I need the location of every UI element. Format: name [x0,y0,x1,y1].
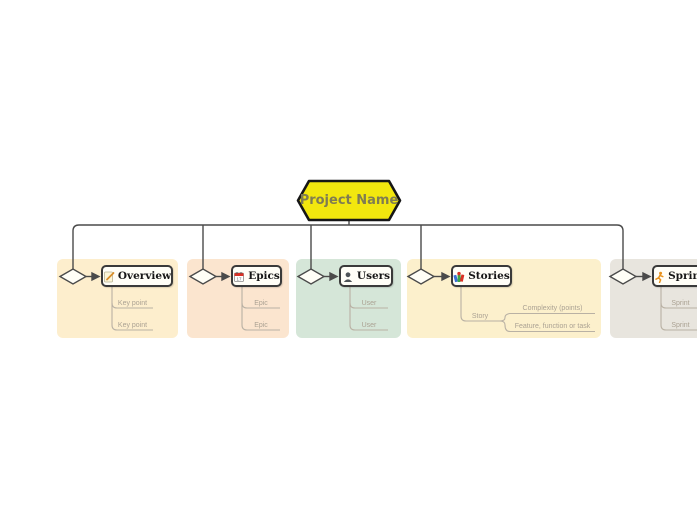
topic-users[interactable]: Users [339,265,393,287]
topic-stories[interactable]: Stories [451,265,512,287]
subtopic-sprint-2[interactable]: Sprint [671,322,690,329]
topic-label: Stories [468,270,510,282]
subtopic-key-point-2[interactable]: Key point [117,322,148,329]
topic-label: Epics [248,270,280,282]
diamond-users[interactable] [296,268,326,285]
user-icon [342,270,354,282]
svg-text:17: 17 [237,277,243,282]
subtopic-user-1[interactable]: User [361,300,377,307]
diamond-overview[interactable] [58,268,88,285]
subtopic-sprint-1[interactable]: Sprint [671,300,690,307]
subtopic-user-2[interactable]: User [361,322,377,329]
subtopic-complexity[interactable]: Complexity (points) [522,305,583,312]
diamond-sprints[interactable] [608,268,638,285]
tree-connectors [72,220,624,269]
topic-label: Sprints [668,270,697,282]
root-node-label: Project Name [299,193,399,208]
topic-label: Users [356,270,391,282]
diamond-stories[interactable] [406,268,436,285]
subtopic-story[interactable]: Story [471,313,489,320]
subtopic-feature[interactable]: Feature, function or task [514,323,591,330]
subtopic-connectors [111,287,697,333]
root-node-shape[interactable] [296,179,402,222]
calendar-icon: 17 [233,270,245,282]
runner-icon [653,270,665,284]
topic-epics[interactable]: 17 Epics [231,265,282,287]
subtopic-key-point-1[interactable]: Key point [117,300,148,307]
subtopic-epic-1[interactable]: Epic [254,300,268,307]
root-node[interactable]: Project Name [298,181,400,220]
subtopic-epic-2[interactable]: Epic [254,322,268,329]
topic-label: Overview [117,270,172,282]
books-icon [453,270,465,283]
arrow-connectors [86,271,652,282]
topic-sprints[interactable]: Sprints [652,265,697,287]
diamond-epics[interactable] [188,268,218,285]
topic-overview[interactable]: Overview [101,265,173,287]
memo-icon [103,270,115,283]
